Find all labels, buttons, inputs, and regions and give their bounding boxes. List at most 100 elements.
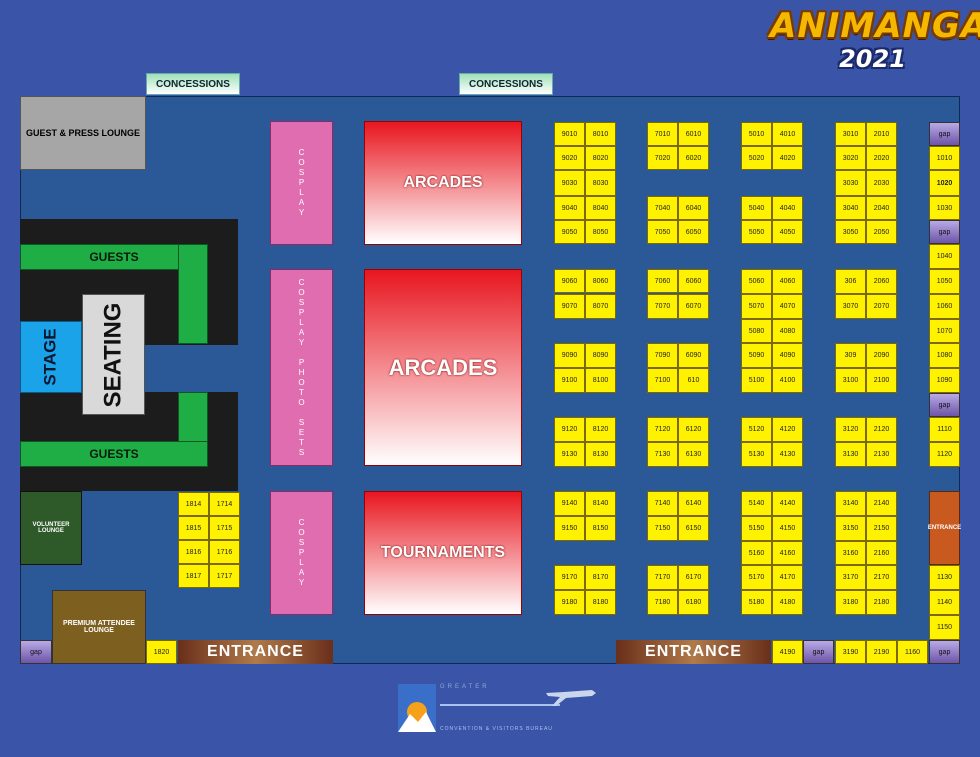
booth-1060[interactable]: 1060 [929, 294, 960, 319]
booth-7050[interactable]: 7050 [647, 220, 678, 244]
booth-5150[interactable]: 5150 [741, 516, 772, 541]
tournaments[interactable]: TOURNAMENTS [364, 491, 522, 615]
guest-press-lounge[interactable]: GUEST & PRESS LOUNGE [20, 96, 146, 170]
concessions-right[interactable]: CONCESSIONS [459, 73, 553, 95]
booth-3050[interactable]: 3050 [835, 220, 866, 244]
booth-2170[interactable]: 2170 [866, 565, 897, 590]
booth-1714[interactable]: 1714 [209, 492, 240, 516]
booth-9010[interactable]: 9010 [554, 122, 585, 146]
booth-610[interactable]: 610 [678, 368, 709, 393]
booth-1120[interactable]: 1120 [929, 442, 960, 467]
booth-1070[interactable]: 1070 [929, 319, 960, 343]
cosplay-top[interactable]: COSPLAY [270, 121, 333, 245]
booth-3160[interactable]: 3160 [835, 541, 866, 565]
booth-6060[interactable]: 6060 [678, 269, 709, 293]
booth-2100[interactable]: 2100 [866, 368, 897, 393]
booth-2030[interactable]: 2030 [866, 170, 897, 196]
booth-4050[interactable]: 4050 [772, 220, 803, 244]
booth-2050[interactable]: 2050 [866, 220, 897, 244]
booth-4060[interactable]: 4060 [772, 269, 803, 294]
entrance-right[interactable]: ENTRANCE [616, 640, 771, 664]
booth-7090[interactable]: 7090 [647, 343, 678, 368]
booth-1820[interactable]: 1820 [146, 640, 177, 664]
arcades-top[interactable]: ARCADES [364, 121, 522, 245]
booth-1010[interactable]: 1010 [929, 146, 960, 170]
booth-9140[interactable]: 9140 [554, 491, 585, 516]
booth-1020[interactable]: 1020 [929, 170, 960, 196]
booth-8150[interactable]: 8150 [585, 516, 616, 541]
booth-5010[interactable]: 5010 [741, 122, 772, 146]
booth-3070[interactable]: 3070 [835, 294, 866, 319]
booth-8040[interactable]: 8040 [585, 196, 616, 220]
booth-6050[interactable]: 6050 [678, 220, 709, 244]
booth-3120[interactable]: 3120 [835, 417, 866, 442]
booth-1140[interactable]: 1140 [929, 590, 960, 615]
booth-8140[interactable]: 8140 [585, 491, 616, 516]
booth-2160[interactable]: 2160 [866, 541, 897, 565]
booth-5060[interactable]: 5060 [741, 269, 772, 294]
booth-8010[interactable]: 8010 [585, 122, 616, 146]
booth-2060[interactable]: 2060 [866, 269, 897, 294]
booth-7170[interactable]: 7170 [647, 565, 678, 590]
booth-7150[interactable]: 7150 [647, 516, 678, 541]
booth-6170[interactable]: 6170 [678, 565, 709, 590]
entrance-side[interactable]: ENTRANCE [928, 491, 961, 565]
booth-5160[interactable]: 5160 [741, 541, 772, 565]
booth-9060[interactable]: 9060 [554, 269, 585, 293]
booth-5130[interactable]: 5130 [741, 442, 772, 467]
guests-bottom[interactable]: GUESTS [20, 441, 208, 467]
booth-3100[interactable]: 3100 [835, 368, 866, 393]
booth-2040[interactable]: 2040 [866, 196, 897, 220]
booth-9120[interactable]: 9120 [554, 417, 585, 442]
booth-4040[interactable]: 4040 [772, 196, 803, 220]
booth-3140[interactable]: 3140 [835, 491, 866, 516]
booth-8060[interactable]: 8060 [585, 269, 616, 293]
entrance-left[interactable]: ENTRANCE [178, 640, 333, 664]
booth-2190[interactable]: 2190 [866, 640, 897, 664]
booth-5140[interactable]: 5140 [741, 491, 772, 516]
booth-1817[interactable]: 1817 [178, 564, 209, 588]
booth-8100[interactable]: 8100 [585, 368, 616, 393]
booth-1716[interactable]: 1716 [209, 540, 240, 564]
booth-6120[interactable]: 6120 [678, 417, 709, 442]
booth-7140[interactable]: 7140 [647, 491, 678, 516]
booth-6130[interactable]: 6130 [678, 442, 709, 467]
cosplay-photo-sets[interactable]: COSPLAY PHOTO SETS [270, 269, 333, 466]
booth-7130[interactable]: 7130 [647, 442, 678, 467]
booth-2130[interactable]: 2130 [866, 442, 897, 467]
booth-5080[interactable]: 5080 [741, 319, 772, 343]
booth-7010[interactable]: 7010 [647, 122, 678, 146]
booth-1130[interactable]: 1130 [929, 565, 960, 590]
booth-4080[interactable]: 4080 [772, 319, 803, 343]
booth-8120[interactable]: 8120 [585, 417, 616, 442]
concessions-left[interactable]: CONCESSIONS [146, 73, 240, 95]
stage[interactable]: STAGE [20, 321, 82, 393]
booth-1080[interactable]: 1080 [929, 343, 960, 368]
booth-8090[interactable]: 8090 [585, 343, 616, 368]
volunteer-lounge[interactable]: VOLUNTEER LOUNGE [20, 491, 82, 565]
booth-4010[interactable]: 4010 [772, 122, 803, 146]
booth-9180[interactable]: 9180 [554, 590, 585, 615]
booth-4120[interactable]: 4120 [772, 417, 803, 442]
booth-7060[interactable]: 7060 [647, 269, 678, 293]
booth-3130[interactable]: 3130 [835, 442, 866, 467]
booth-8020[interactable]: 8020 [585, 146, 616, 170]
booth-5050[interactable]: 5050 [741, 220, 772, 244]
booth-1816[interactable]: 1816 [178, 540, 209, 564]
booth-5020[interactable]: 5020 [741, 146, 772, 170]
booth-306[interactable]: 306 [835, 269, 866, 294]
booth-9100[interactable]: 9100 [554, 368, 585, 393]
booth-4150[interactable]: 4150 [772, 516, 803, 541]
booth-3010[interactable]: 3010 [835, 122, 866, 146]
booth-1050[interactable]: 1050 [929, 269, 960, 294]
booth-1040[interactable]: 1040 [929, 244, 960, 269]
booth-6140[interactable]: 6140 [678, 491, 709, 516]
booth-9050[interactable]: 9050 [554, 220, 585, 244]
booth-3040[interactable]: 3040 [835, 196, 866, 220]
booth-2150[interactable]: 2150 [866, 516, 897, 541]
booth-7120[interactable]: 7120 [647, 417, 678, 442]
booth-3190[interactable]: 3190 [835, 640, 866, 664]
booth-9020[interactable]: 9020 [554, 146, 585, 170]
booth-2020[interactable]: 2020 [866, 146, 897, 170]
booth-9170[interactable]: 9170 [554, 565, 585, 590]
